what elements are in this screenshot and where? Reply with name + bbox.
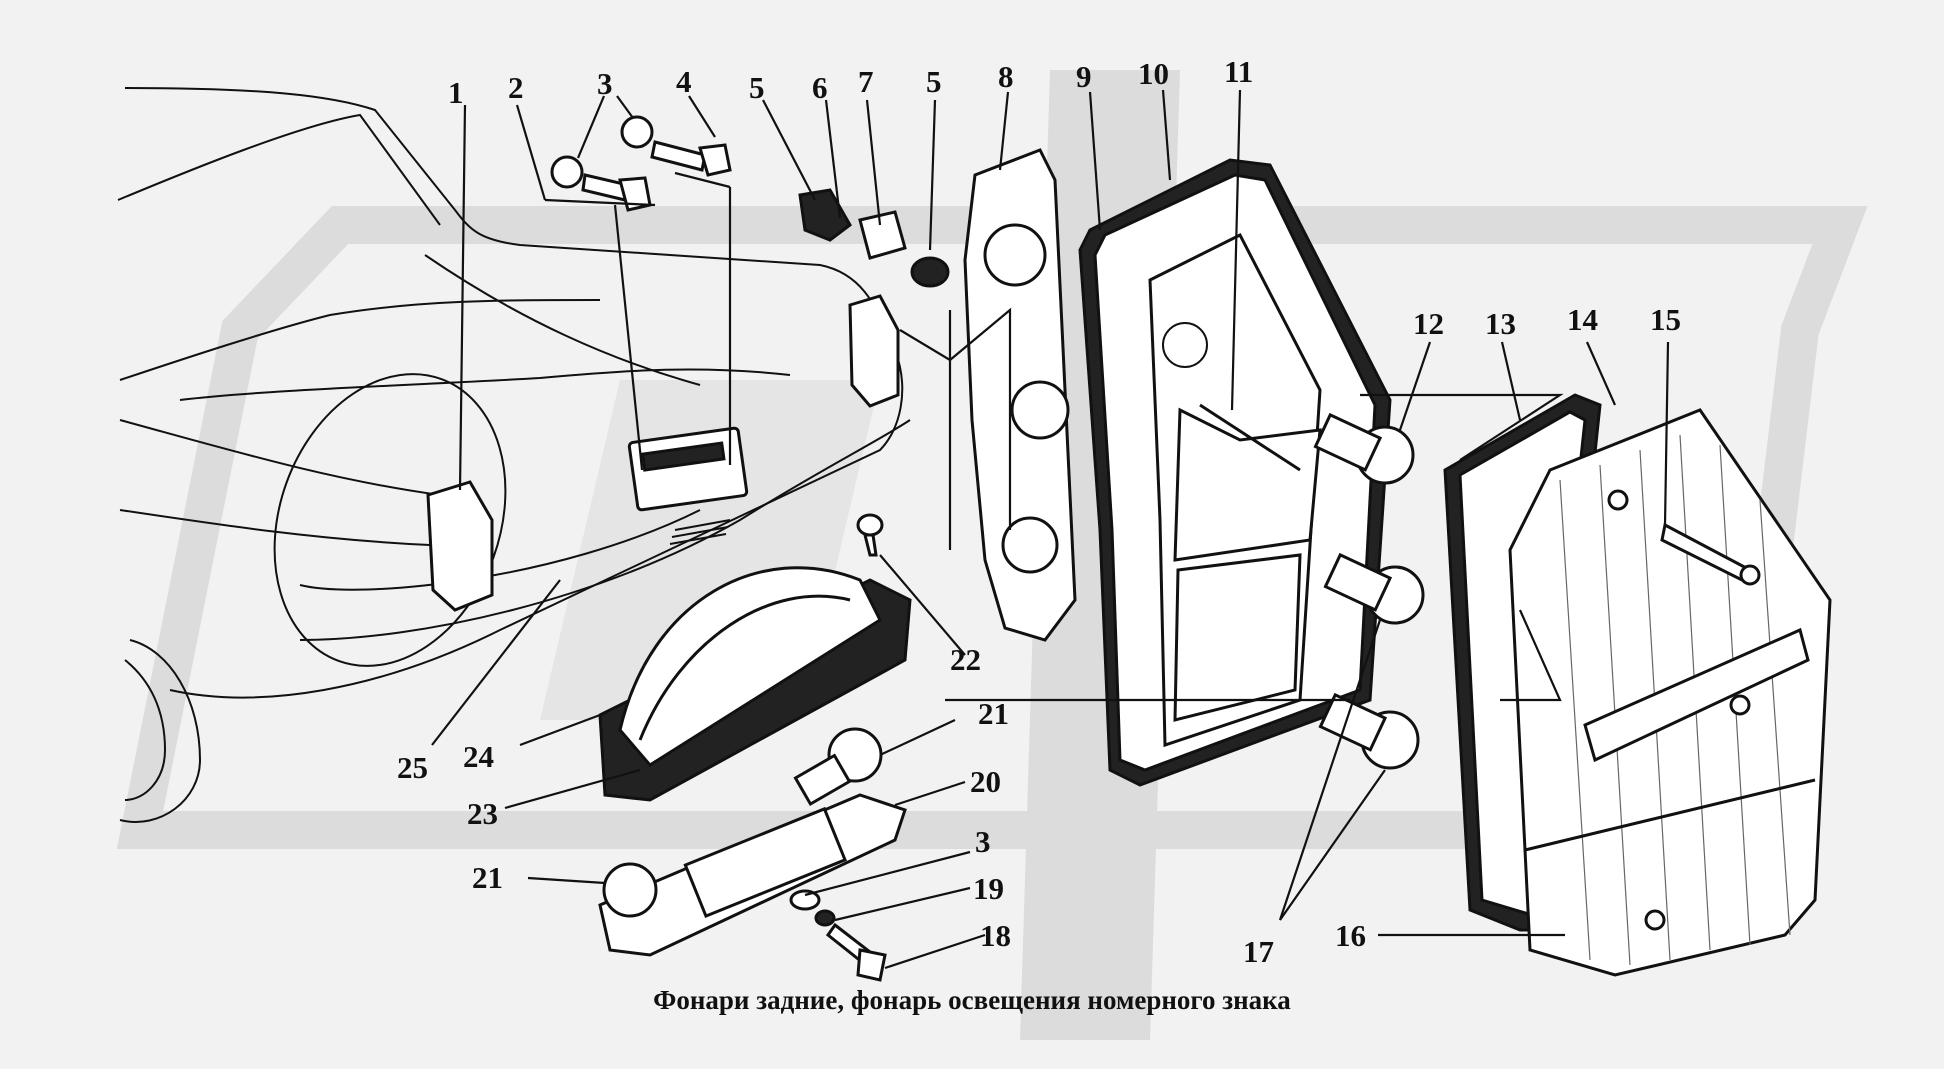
callout-18: 18 <box>980 918 1011 953</box>
screws <box>789 513 887 982</box>
bracket-8 <box>963 148 1077 642</box>
leader-lines <box>431 89 1670 970</box>
callout-5: 5 <box>749 70 765 105</box>
callout-4: 4 <box>676 64 692 99</box>
callout-10: 10 <box>1138 56 1169 91</box>
callout-3: 3 <box>597 66 613 101</box>
callout-22: 22 <box>950 642 981 677</box>
callout-13: 13 <box>1485 306 1516 341</box>
callout-5b: 5 <box>926 64 942 99</box>
callout-11: 11 <box>1224 54 1253 89</box>
callout-14: 14 <box>1567 302 1598 337</box>
callout-1: 1 <box>448 75 464 110</box>
callout-17: 17 <box>1243 934 1274 969</box>
callout-19: 19 <box>973 871 1004 906</box>
lamp-socket-20 <box>598 727 907 957</box>
callout-15: 15 <box>1650 302 1681 337</box>
callout-labels: 1 2 3 4 5 6 7 5 8 9 10 11 12 13 14 15 16… <box>397 54 1681 969</box>
bulbs-12-17 <box>1313 412 1425 770</box>
callout-20: 20 <box>970 764 1001 799</box>
callout-2: 2 <box>508 70 524 105</box>
callout-24: 24 <box>463 739 494 774</box>
callout-3b: 3 <box>975 824 991 859</box>
callout-12: 12 <box>1413 306 1444 341</box>
callout-7: 7 <box>858 64 874 99</box>
callout-23: 23 <box>467 796 498 831</box>
lens-14 <box>1508 408 1832 977</box>
callout-25: 25 <box>397 750 428 785</box>
car-rear-body <box>117 87 911 823</box>
diagram-caption: Фонари задние, фонарь освещения номерног… <box>653 985 1291 1015</box>
license-lamp <box>598 566 912 802</box>
callout-6: 6 <box>812 70 828 105</box>
callout-21-top: 21 <box>978 696 1009 731</box>
callout-16: 16 <box>1335 918 1366 953</box>
callout-21-bottom: 21 <box>472 860 503 895</box>
fasteners-left <box>550 115 950 288</box>
callout-9: 9 <box>1076 59 1092 94</box>
callout-8: 8 <box>998 59 1014 94</box>
lamp-housing <box>1078 158 1392 787</box>
